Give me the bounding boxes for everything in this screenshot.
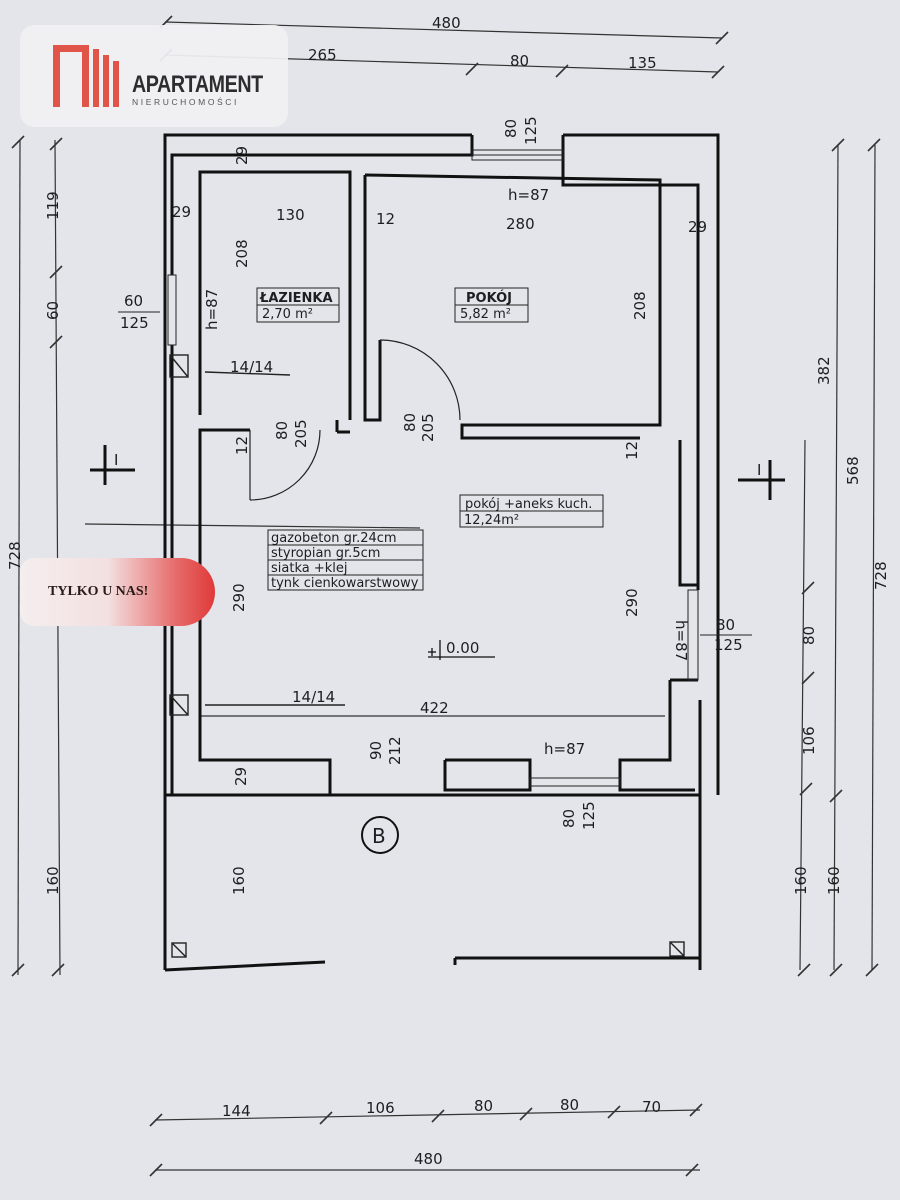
bathroom-area: 2,70 m²: [262, 307, 313, 322]
dim: 125: [580, 801, 598, 830]
dim: 480: [432, 14, 461, 32]
legend-line: styropian gr.5cm: [271, 546, 380, 561]
walls: [163, 133, 720, 972]
dim: 382: [815, 356, 833, 385]
dim: 60: [124, 292, 143, 310]
dim: 290: [230, 583, 248, 612]
dim: 12: [623, 441, 641, 460]
vertical-dimension-labels: 80 125 29 208 h=87 208 80 205 80 205 12 …: [6, 116, 890, 895]
dim: h=87: [203, 289, 221, 330]
dim: 144: [222, 1102, 251, 1120]
legend-line: siatka +klej: [271, 561, 348, 576]
dim: 12: [376, 210, 395, 228]
dim: 14/14: [292, 688, 335, 706]
dim: 568: [844, 456, 862, 485]
dim: 125: [120, 314, 149, 332]
dim: 280: [506, 215, 535, 233]
axis-marker: [361, 816, 399, 854]
dim: h=87: [544, 740, 585, 758]
windows: [167, 149, 699, 787]
dim: 208: [631, 291, 649, 320]
dim: 728: [6, 541, 24, 570]
section-label-left: I: [114, 451, 118, 469]
living-name: pokój +aneks kuch.: [465, 497, 592, 512]
dim: 106: [800, 726, 818, 755]
dim: 14/14: [230, 358, 273, 376]
vents: [169, 354, 685, 958]
section-mark-right: [738, 460, 785, 500]
dim: 728: [872, 561, 890, 590]
dim: 29: [233, 146, 251, 165]
dim: 80: [510, 52, 529, 70]
axis-label: B: [372, 824, 386, 848]
dim: 212: [386, 736, 404, 765]
section-mark-left: [90, 445, 135, 485]
dim: 90: [367, 741, 385, 760]
dimension-labels: 480 265 80 135 h=87 29 130 12 280 29 60 …: [118, 14, 752, 1168]
dim: 29: [172, 203, 191, 221]
company-logo: APARTAMENT NIERUCHOMOŚCI: [20, 25, 288, 127]
dim: 130: [276, 206, 305, 224]
dim: h=87: [672, 620, 690, 661]
dim: 160: [825, 866, 843, 895]
dim: 80: [273, 421, 291, 440]
dim: 160: [44, 866, 62, 895]
dim: 29: [232, 767, 250, 786]
dim: 160: [792, 866, 810, 895]
living-area: 12,24m²: [464, 513, 519, 528]
legend-line: gazobeton gr.24cm: [271, 531, 397, 546]
level-label: 0.00: [446, 639, 479, 657]
dim: 106: [366, 1099, 395, 1117]
dim: 265: [308, 46, 337, 64]
dim: 80: [474, 1097, 493, 1115]
bathroom-name: ŁAZIENKA: [259, 291, 333, 306]
dim: 80: [800, 626, 818, 645]
dim: 290: [623, 588, 641, 617]
dim: 80: [401, 413, 419, 432]
room-name: POKÓJ: [466, 290, 512, 306]
dim: 80: [502, 119, 520, 138]
dim: 480: [414, 1150, 443, 1168]
dim: 125: [714, 636, 743, 654]
wall-legend: gazobeton gr.24cm styropian gr.5cm siatk…: [267, 529, 424, 591]
promo-badge: TYLKO U NAS!: [20, 558, 215, 626]
logo-title: APARTAMENT: [132, 71, 263, 98]
dim: 80: [560, 1096, 579, 1114]
dim: 70: [642, 1098, 661, 1116]
dim: h=87: [508, 186, 549, 204]
dim: 422: [420, 699, 449, 717]
doors: [249, 339, 461, 501]
dim: 60: [44, 301, 62, 320]
dimension-lines: [11, 15, 881, 1177]
dim: 12: [233, 436, 251, 455]
dim: 208: [233, 239, 251, 268]
promo-badge-text: TYLKO U NAS!: [48, 584, 149, 599]
dim: 29: [688, 218, 707, 236]
dim: 135: [628, 54, 657, 72]
dim: 205: [419, 413, 437, 442]
dim: 119: [44, 191, 62, 220]
room-area: 5,82 m²: [460, 307, 511, 322]
legend-line: tynk cienkowarstwowy: [271, 576, 419, 591]
section-label-right: I: [757, 461, 761, 479]
dim: 80: [716, 616, 735, 634]
dim: 125: [522, 116, 540, 145]
logo-subtitle: NIERUCHOMOŚCI: [132, 97, 239, 107]
dim: 80: [560, 809, 578, 828]
dim: 160: [230, 866, 248, 895]
dim: 205: [292, 419, 310, 448]
logo-building-icon: [53, 45, 119, 107]
